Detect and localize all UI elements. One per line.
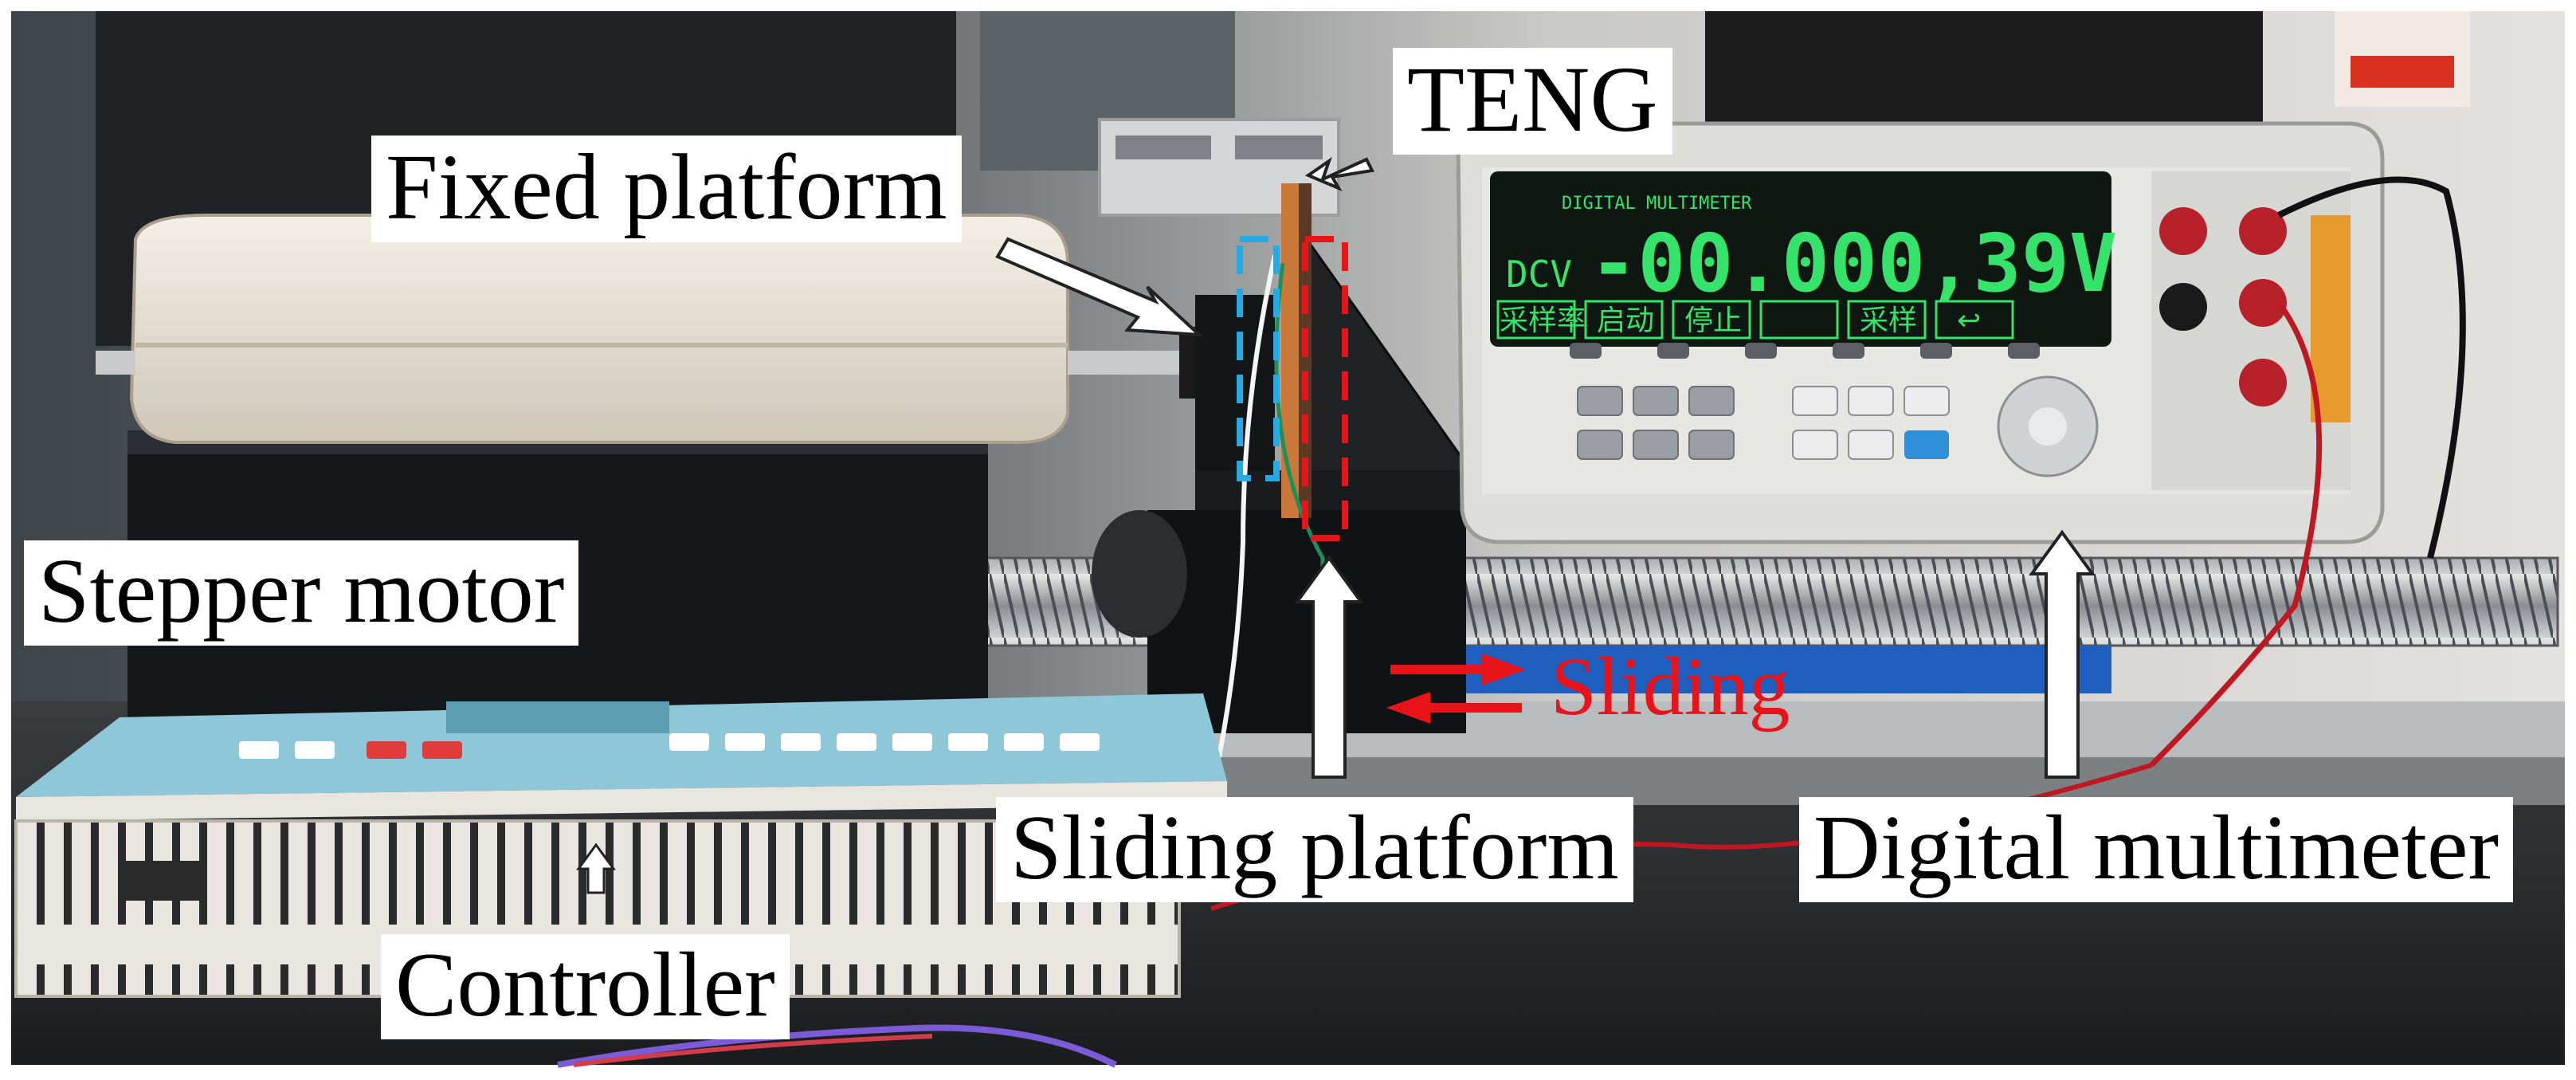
red-double-arrow-icon [1386, 654, 1526, 724]
dmm-softkey-3: 停止 [1684, 304, 1742, 337]
dmm-softkey-2: 启动 [1597, 304, 1654, 337]
sliding-platform-label: Sliding platform [996, 797, 1633, 902]
white-arrow-icon [1304, 156, 1375, 192]
white-up-arrow-icon [576, 842, 616, 894]
dmm-softkey-6: ↩ [1957, 304, 1981, 337]
white-up-arrow-icon [2029, 529, 2096, 779]
dmm-softkeys: 采样率 启动 停止 采样 ↩ [1496, 300, 2014, 340]
svg-text:DIGITAL MULTIMETER: DIGITAL MULTIMETER [1562, 194, 1752, 214]
white-up-arrow-icon [1294, 555, 1364, 779]
stepper-motor-label: Stepper motor [24, 540, 579, 646]
fixed-platform-label: Fixed platform [371, 135, 962, 242]
white-arrow-icon [995, 237, 1204, 337]
dmm-mode: DCV [1506, 253, 1572, 296]
dmm-reading: -00.000,39V [1590, 217, 2117, 310]
teng-label: TENG [1393, 48, 1672, 155]
dmm-softkey-5: 采样 [1860, 304, 1917, 337]
dmm-softkey-1: 采样率 [1500, 304, 1586, 337]
sliding-direction-label: Sliding [1551, 641, 1790, 732]
controller-label: Controller [381, 934, 790, 1039]
digital-multimeter-label: Digital multimeter [1799, 797, 2514, 902]
